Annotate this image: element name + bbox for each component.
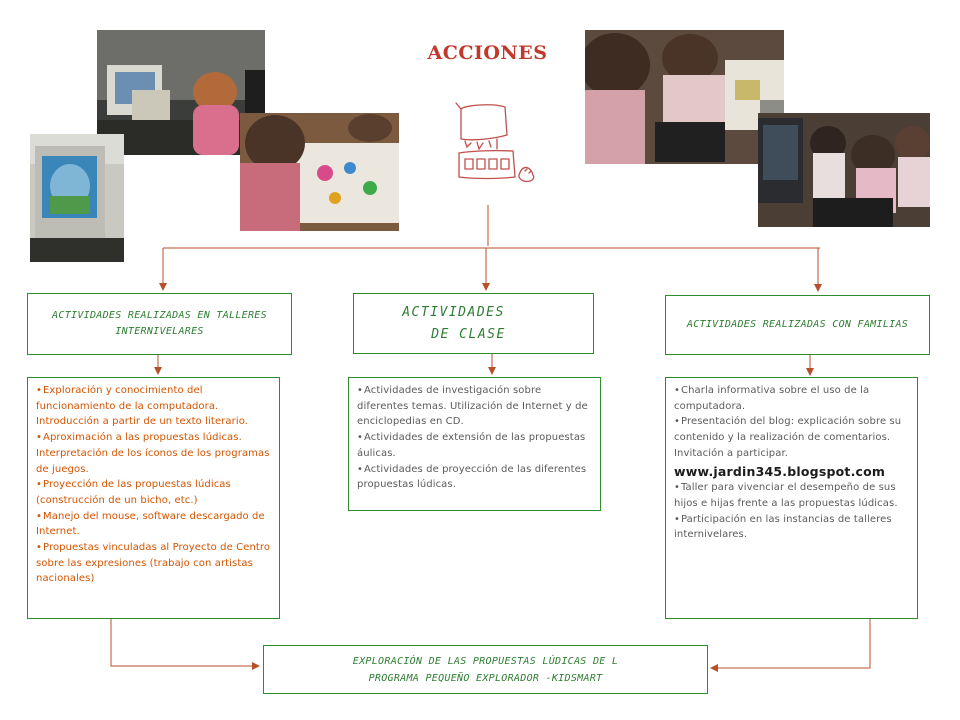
list-item: Manejo del mouse, software descargado de… xyxy=(36,509,271,540)
bottom-line2: PROGRAMA PEQUEÑO EXPLORADOR -KIDSMART xyxy=(368,672,603,684)
list-item: Aproximación a las propuestas lúdicas. I… xyxy=(36,430,271,477)
list-item: Participación en las instancias de talle… xyxy=(674,512,909,543)
arrow-left-bottom xyxy=(110,618,260,670)
list-item: Proyección de las propuestas lúdicas (co… xyxy=(36,477,271,508)
talleres-heading-box: ACTIVIDADES REALIZADAS EN TALLERES INTER… xyxy=(27,293,292,355)
list-item: Actividades de extensión de las propuest… xyxy=(357,430,592,461)
clase-heading-box: ACTIVIDADES DE CLASE xyxy=(353,293,594,354)
children-keyboard-photo xyxy=(585,30,784,164)
computer-screen-photo xyxy=(30,134,124,262)
familias-heading-box: ACTIVIDADES REALIZADAS CON FAMILIAS xyxy=(665,295,930,355)
list-item: Actividades de proyección de las diferen… xyxy=(357,462,592,493)
talleres-heading: ACTIVIDADES REALIZADAS EN TALLERES INTER… xyxy=(52,310,267,337)
bottom-line1: EXPLORACIÓN DE LAS PROPUESTAS LÚDICAS DE… xyxy=(352,655,619,667)
list-item: Actividades de investigación sobre difer… xyxy=(357,383,592,430)
drawing-stroke xyxy=(455,102,462,110)
clase-heading-line2: DE CLASE xyxy=(431,326,506,342)
children-drawing-photo xyxy=(240,113,399,231)
page-title: ACCIONES xyxy=(427,42,548,64)
list-item: Exploración y conocimiento del funcionam… xyxy=(36,383,271,430)
blog-url-link[interactable]: www.jardin345.blogspot.com xyxy=(674,463,886,479)
child-computer-drawing xyxy=(455,102,535,183)
clase-heading-line1: ACTIVIDADES xyxy=(402,304,505,320)
bottom-summary-box: EXPLORACIÓN DE LAS PROPUESTAS LÚDICAS DE… xyxy=(263,645,708,694)
talleres-list-box: Exploración y conocimiento del funcionam… xyxy=(27,377,280,619)
clase-list-box: Actividades de investigación sobre difer… xyxy=(348,377,601,511)
children-desk-photo xyxy=(758,113,930,227)
list-item: Charla informativa sobre el uso de la co… xyxy=(674,383,909,414)
list-item: Presentación del blog: explicación sobre… xyxy=(674,414,909,461)
list-item: Propuestas vinculadas al Proyecto de Cen… xyxy=(36,540,271,587)
familias-heading: ACTIVIDADES REALIZADAS CON FAMILIAS xyxy=(686,319,909,330)
children-computer-photo-1 xyxy=(97,30,265,155)
list-item: Taller para vivenciar el desempeño de su… xyxy=(674,480,909,511)
arrow-right-bottom xyxy=(710,618,871,672)
familias-list-box: Charla informativa sobre el uso de la co… xyxy=(665,377,918,619)
